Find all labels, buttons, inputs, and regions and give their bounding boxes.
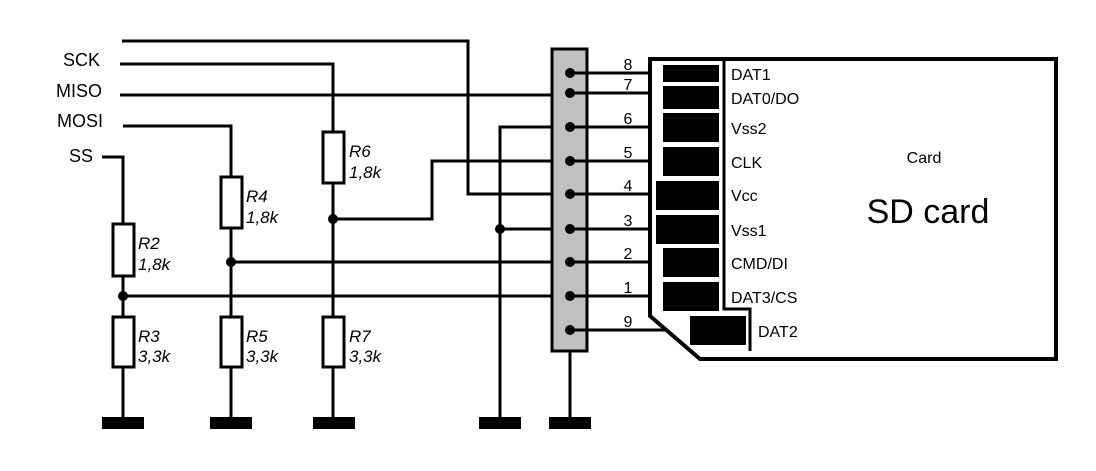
resistor-r2 (111, 222, 136, 278)
wire-vss (498, 125, 568, 420)
connector-pin-dot (565, 122, 575, 132)
wire-sck (120, 62, 335, 132)
connector-pin-dot (565, 68, 575, 78)
card-contact-pad (663, 248, 719, 277)
card-pin-label-dat2: DAT2 (758, 324, 798, 341)
junction-dot (495, 224, 505, 234)
card-pin-label-clk: CLK (731, 155, 762, 172)
card-pin-label-cmd: CMD/DI (731, 256, 788, 273)
resistor-value-r3: 3,3k (138, 347, 172, 366)
resistor-ref-r2: R2 (138, 234, 160, 253)
wire-vcc (122, 39, 568, 196)
connector-pin-dot (565, 257, 575, 267)
ground-symbol (102, 417, 144, 429)
resistor-ref-r7: R7 (349, 327, 371, 346)
card-pin-label-vss1: Vss1 (731, 223, 767, 240)
connector-pin-dot (565, 291, 575, 301)
connector-pin-dot (565, 189, 575, 199)
connector-pin-dot (565, 224, 575, 234)
resistor-value-r2: 1,8k (138, 255, 172, 274)
resistor-ref-r5: R5 (246, 327, 268, 346)
pin-number: 6 (624, 111, 633, 128)
card-contact-pad (663, 282, 719, 311)
pin-number: 8 (624, 57, 633, 74)
resistor-value-r5: 3,3k (246, 347, 280, 366)
resistor-ref-r3: R3 (138, 327, 160, 346)
pin-number: 2 (624, 246, 633, 263)
resistor-r6 (321, 130, 346, 185)
resistor-r4 (219, 175, 244, 230)
junction-dot (118, 291, 128, 301)
signal-label-miso: MISO (56, 81, 102, 101)
pin-number: 7 (624, 77, 633, 94)
pin-number: 5 (624, 145, 633, 162)
card-contact-pad (663, 65, 719, 82)
ground-symbol (479, 417, 521, 429)
wire-ss (102, 155, 125, 223)
card-pin-divider (722, 59, 752, 351)
connector-pin-dot (565, 156, 575, 166)
ground-symbol (549, 417, 591, 429)
card-pin-label-dat0: DAT0/DO (731, 91, 799, 108)
signal-label-sck: SCK (63, 50, 100, 70)
card-pin-label-vss2: Vss2 (731, 121, 767, 138)
connector-pin-dot (565, 88, 575, 98)
pin-number: 9 (624, 314, 633, 331)
resistor-ref-r6: R6 (349, 142, 371, 161)
ground-symbol (313, 417, 355, 429)
resistor-value-r4: 1,8k (246, 208, 280, 227)
pin-number: 3 (624, 213, 633, 230)
pin-number: 1 (624, 280, 633, 297)
junction-dot (328, 214, 338, 224)
resistor-r3 (111, 315, 136, 369)
pin-number: 4 (624, 178, 633, 195)
signal-label-mosi: MOSI (57, 111, 103, 131)
card-title: SD card (867, 193, 990, 231)
ground-symbol (210, 417, 252, 429)
signal-label-ss: SS (69, 146, 93, 166)
resistor-value-r7: 3,3k (349, 347, 383, 366)
card-pin-label-vcc: Vcc (731, 188, 758, 205)
card-pin-label-dat1: DAT1 (731, 67, 771, 84)
wire-mosi (123, 124, 233, 177)
resistor-r5 (219, 315, 244, 369)
resistor-r7 (321, 315, 346, 369)
card-contact-pad (663, 86, 719, 109)
card-contact-pad (663, 147, 719, 176)
resistor-ref-r4: R4 (246, 187, 268, 206)
card-contact-pad (663, 113, 719, 142)
sd-card-outline (648, 57, 1058, 361)
card-pin-label-dat3: DAT3/CS (731, 290, 797, 307)
resistor-value-r6: 1,8k (349, 163, 383, 182)
connector-pin-dot (565, 325, 575, 335)
card-contact-pad (656, 181, 719, 210)
card-contact-pad (656, 215, 719, 244)
card-subtitle: Card (907, 150, 942, 167)
junction-dot (226, 257, 236, 267)
card-contact-pad (690, 316, 746, 345)
